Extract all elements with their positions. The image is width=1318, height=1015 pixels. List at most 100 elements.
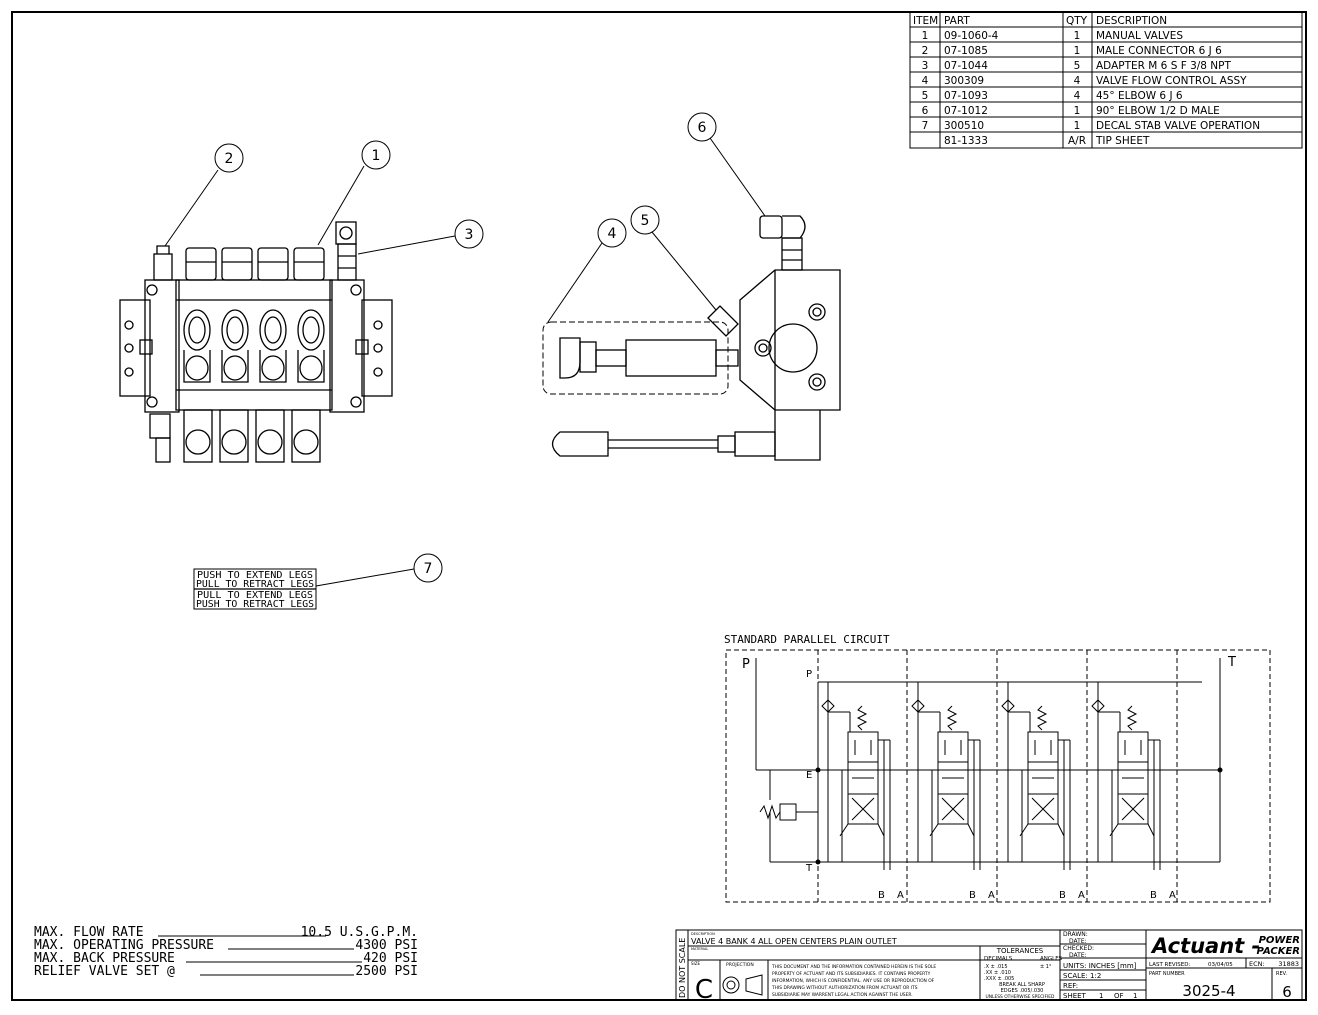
tolerance-angle: ± 1° — [1040, 964, 1052, 970]
balloon-label: 7 — [424, 561, 433, 577]
port-t-main: T — [1227, 655, 1236, 670]
last-revised-label: LAST REVISED: — [1149, 962, 1190, 968]
scale: SCALE: 1:2 — [1063, 972, 1101, 980]
port-b: B — [969, 890, 976, 901]
bom-row-description: TIP SHEET — [1095, 135, 1150, 147]
bom-row-item: 6 — [922, 105, 929, 117]
bom-row-qty: 1 — [1074, 45, 1081, 57]
balloon-label: 2 — [225, 151, 234, 167]
bom-row-part: 81-1333 — [944, 135, 988, 147]
bom-row-description: 90° ELBOW 1/2 D MALE — [1096, 105, 1220, 117]
bom-row-qty: 1 — [1074, 120, 1081, 132]
port-b: B — [1150, 890, 1157, 901]
balloon-4 — [597, 218, 627, 248]
checked-label: CHECKED: — [1063, 945, 1094, 952]
decal-line: PUSH TO RETRACT LEGS — [196, 599, 314, 610]
bom-row-qty: 1 — [1074, 105, 1081, 117]
port-b: B — [1059, 890, 1066, 901]
bom-row-item: 5 — [922, 90, 929, 102]
company-sub: PACKER — [1257, 946, 1300, 957]
bom-row-description: MANUAL VALVES — [1096, 30, 1183, 42]
notice-line: THIS DRAWING WITHOUT AUTHORIZATION FROM … — [771, 985, 918, 991]
bom-row-part: 300309 — [944, 75, 984, 87]
tolerance-xx: .XX ± .010 — [984, 970, 1011, 976]
notice-line: SUBSIDIARIE MAY WARRENT LEGAL ACTION AGA… — [772, 992, 913, 998]
bom-row-qty: 4 — [1074, 90, 1081, 102]
leader-lines — [164, 137, 766, 587]
tolerances-label: TOLERANCES — [996, 947, 1044, 955]
bom-header-part: PART — [944, 15, 970, 27]
port-a: A — [1169, 890, 1176, 901]
balloon-3 — [454, 219, 484, 249]
drawing-description: VALVE 4 BANK 4 ALL OPEN CENTERS PLAIN OU… — [691, 937, 897, 946]
title-block — [675, 929, 1303, 1001]
last-revised: 03/04/05 — [1208, 962, 1233, 968]
port-e: E — [806, 770, 812, 781]
rev-label: REV. — [1276, 971, 1287, 977]
bom-header-item: ITEM — [913, 15, 938, 27]
bom-row-qty: A/R — [1068, 135, 1086, 147]
bom-row-part: 09-1060-4 — [944, 30, 999, 42]
tolerance-xxx: .XXX ± .005 — [984, 976, 1014, 982]
specifications: MAX. FLOW RATE 10.5 U.S.G.P.M. MAX. OPER… — [34, 925, 418, 979]
bom-row-description: 45° ELBOW 6 J 6 — [1096, 90, 1183, 102]
part-number: 3025-4 — [1182, 982, 1235, 1000]
do-not-scale: DO NOT SCALE — [678, 938, 687, 998]
size-label: SIZE — [691, 961, 700, 966]
port-a: A — [897, 890, 904, 901]
revision: 6 — [1282, 983, 1292, 1001]
circuit-title: STANDARD PARALLEL CIRCUIT — [724, 633, 890, 646]
balloon-label: 1 — [372, 148, 381, 164]
bom-row-part: 300510 — [944, 120, 984, 132]
bom-row-qty: 5 — [1074, 60, 1081, 72]
bom-row-part: 07-1012 — [944, 105, 988, 117]
sheet-border — [11, 11, 1307, 1001]
reference: REF: — [1063, 982, 1078, 990]
port-p-main: P — [742, 657, 750, 672]
tolerance-x: .X ± .015 — [984, 964, 1008, 970]
spec-value: 420 PSI — [363, 951, 418, 966]
bom-row-part: 07-1093 — [944, 90, 988, 102]
decal-line: PULL TO EXTEND LEGS — [197, 590, 313, 601]
break-edges: BREAK ALL SHARP — [999, 982, 1045, 988]
balloon-label: 3 — [465, 227, 474, 243]
checked-date-label: DATE: — [1069, 952, 1087, 959]
valve-section — [821, 682, 891, 870]
bom-row-description: ADAPTER M 6 S F 3/8 NPT — [1096, 60, 1231, 72]
spec-value: 2500 PSI — [355, 964, 418, 979]
bom-header-qty: QTY — [1066, 15, 1088, 27]
port-a: A — [1078, 890, 1085, 901]
port-a: A — [988, 890, 995, 901]
units: UNITS: INCHES [mm] — [1063, 962, 1137, 970]
part-number-label: PART NUMBER — [1149, 971, 1185, 977]
spec-value: 10.5 U.S.G.P.M. — [301, 925, 418, 940]
spec-label: MAX. FLOW RATE — [34, 925, 144, 940]
spec-label: MAX. BACK PRESSURE — [34, 951, 175, 966]
material-label: MATERIAL — [691, 947, 708, 951]
bom-row-item: 1 — [922, 30, 929, 42]
notice-line: INFORMATION, WHICH IS CONFIDENTIAL. ANY … — [772, 978, 935, 984]
projection-label: PROJECTION — [726, 962, 754, 968]
bom-row-item: 3 — [922, 60, 929, 72]
balloon-2 — [214, 143, 244, 173]
company-name: Actuant - — [1150, 934, 1260, 958]
decimals-label: DECIMALS — [984, 956, 1013, 962]
angles-label: ANGLES — [1040, 956, 1063, 962]
bom-row-description: DECAL STAB VALVE OPERATION — [1096, 120, 1260, 132]
spec-label: RELIEF VALVE SET @ — [34, 964, 175, 979]
balloon-6 — [687, 112, 717, 142]
spec-label: MAX. OPERATING PRESSURE — [34, 938, 214, 953]
port-t: T — [805, 863, 813, 874]
bom-row-item: 7 — [922, 120, 929, 132]
balloon-label: 6 — [698, 120, 707, 136]
bom-table — [909, 11, 1303, 149]
balloon-label: 4 — [608, 226, 617, 242]
balloon-7 — [413, 553, 443, 583]
bom-header-description: DESCRIPTION — [1096, 15, 1167, 27]
valve-side-view — [542, 215, 841, 461]
sheet-total: 1 — [1133, 992, 1137, 1000]
balloon-label: 5 — [641, 213, 650, 229]
balloon-1 — [361, 140, 391, 170]
sheet-of: OF — [1114, 992, 1124, 1000]
